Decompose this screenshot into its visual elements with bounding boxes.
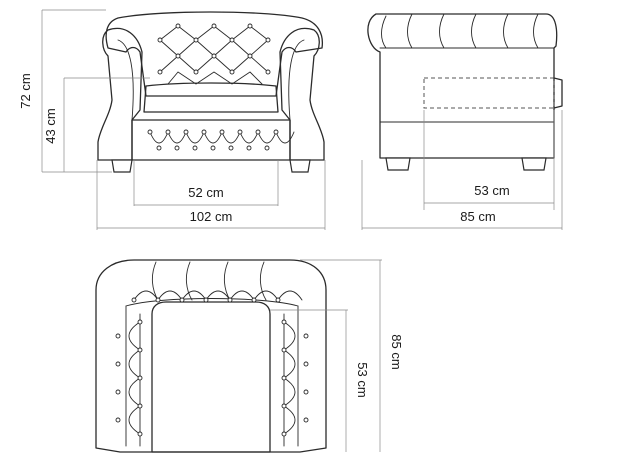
side-scroll-left xyxy=(381,15,387,49)
front-view: 72 cm 43 cm 52 cm 102 cm xyxy=(18,9,326,230)
seat-width-label: 52 cm xyxy=(188,185,223,200)
top-backrest-inner xyxy=(125,298,299,307)
front-right-foot xyxy=(289,159,311,173)
total-width-label: 102 cm xyxy=(190,209,233,224)
top-view: 53 cm 85 cm xyxy=(95,259,404,453)
front-left-arm xyxy=(97,27,143,161)
side-view: 53 cm 85 cm xyxy=(361,13,563,230)
side-scroll-tufts xyxy=(407,13,539,49)
top-back-tufts xyxy=(133,290,303,301)
side-cushion-front xyxy=(553,77,563,109)
front-right-arm xyxy=(279,27,325,161)
front-seat-cushion xyxy=(143,82,279,113)
top-outline xyxy=(95,259,327,453)
side-front-foot xyxy=(521,157,547,171)
height-label: 72 cm xyxy=(18,73,33,108)
top-buttons xyxy=(115,297,309,437)
side-body xyxy=(367,13,558,159)
front-backrest xyxy=(105,11,324,97)
top-seat xyxy=(151,301,271,453)
front-left-arm-curve xyxy=(117,39,134,121)
front-left-foot xyxy=(111,159,133,173)
front-right-arm-curve xyxy=(288,39,305,121)
top-seat-depth-label: 53 cm xyxy=(355,362,370,397)
front-tufting xyxy=(147,23,279,151)
side-back-foot xyxy=(385,157,411,171)
top-total-depth-label: 85 cm xyxy=(389,334,404,369)
side-seat-depth-label: 53 cm xyxy=(474,183,509,198)
side-cushion-hidden xyxy=(423,77,555,109)
front-seat-panel xyxy=(131,119,291,161)
side-total-depth-label: 85 cm xyxy=(460,209,495,224)
top-back-folds xyxy=(151,261,267,301)
seat-height-label: 43 cm xyxy=(43,108,58,143)
